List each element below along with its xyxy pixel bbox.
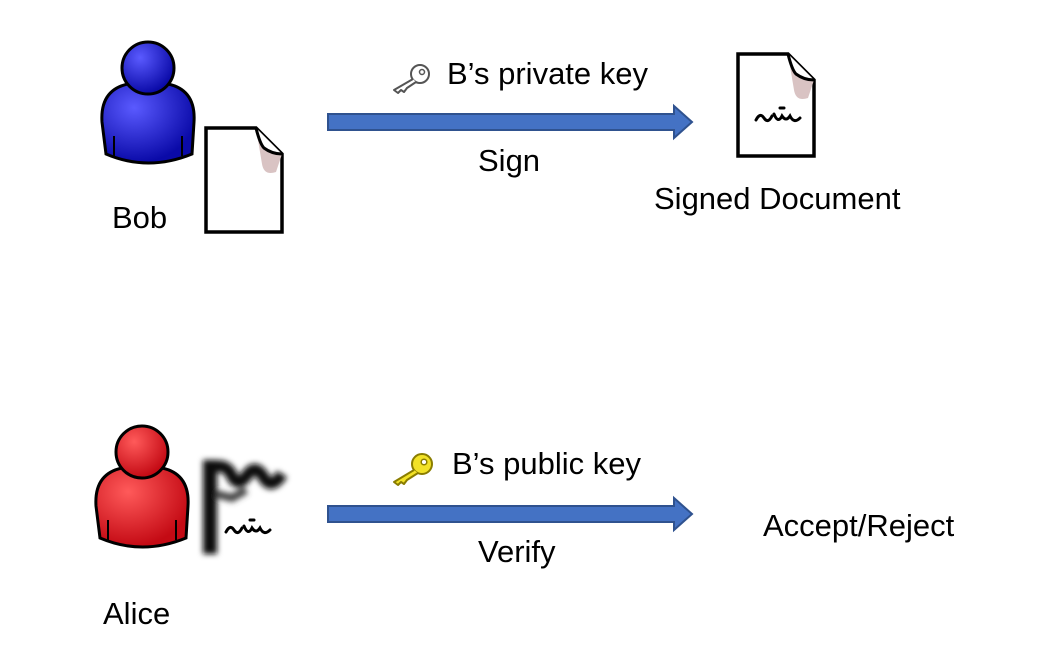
signed-document-label: Signed Document	[654, 181, 901, 216]
verify-arrow-icon	[327, 495, 694, 533]
private-key-label: B’s private key	[447, 56, 649, 91]
sign-arrow-icon	[327, 103, 694, 141]
bob-label: Bob	[112, 200, 168, 235]
signed-document-icon	[736, 52, 816, 158]
signature-icon	[203, 460, 288, 554]
alice-person-icon	[94, 424, 190, 549]
public-key-icon	[393, 453, 433, 486]
alice-label: Alice	[103, 596, 171, 631]
sign-label: Sign	[478, 143, 541, 178]
bob-person-icon	[100, 40, 196, 165]
document-icon	[204, 126, 284, 234]
public-key-label: B’s public key	[452, 446, 641, 481]
accept-reject-label: Accept/Reject	[763, 508, 955, 543]
verify-label: Verify	[478, 534, 556, 569]
private-key-icon	[393, 64, 430, 94]
